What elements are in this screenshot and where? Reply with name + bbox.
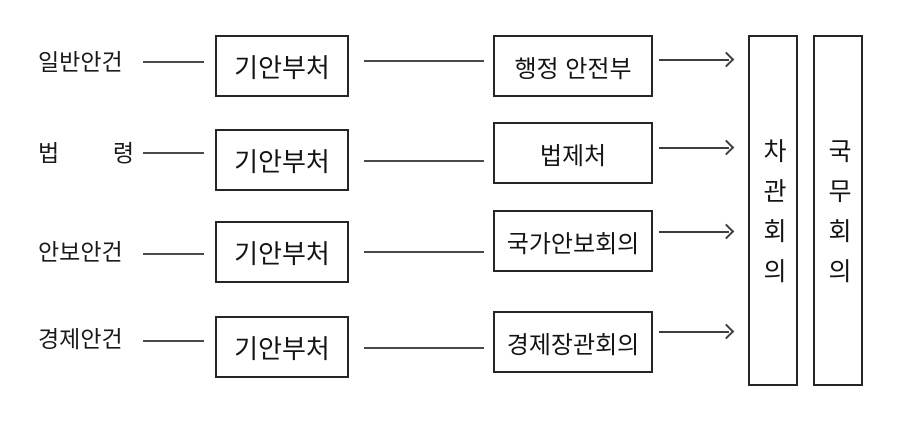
- council-box-label: 차관회의: [759, 138, 787, 298]
- drafter-box: 기안부처: [215, 221, 349, 283]
- connector-line: [364, 251, 484, 253]
- category-label-law: 법 령: [38, 140, 134, 166]
- connector-line: [143, 61, 204, 63]
- review-box-label: 법제처: [539, 142, 607, 170]
- category-label-security: 안보안건: [38, 239, 123, 265]
- arrow-shaft: [659, 331, 729, 333]
- arrow-shaft: [659, 147, 729, 149]
- arrow-head: [718, 139, 735, 156]
- arrow-right-icon: [659, 139, 735, 156]
- arrow-head: [718, 323, 735, 340]
- review-box-label: 경제장관회의: [506, 331, 640, 359]
- review-box: 경제장관회의: [493, 311, 653, 373]
- arrow-right-icon: [659, 323, 735, 340]
- review-box-label: 국가안보회의: [506, 230, 640, 258]
- arrow-head: [718, 51, 735, 68]
- drafter-box: 기안부처: [215, 129, 349, 191]
- council-box-vice-minister: 차관회의: [748, 35, 798, 386]
- connector-line: [143, 253, 204, 255]
- connector-line: [364, 160, 484, 162]
- arrow-head: [718, 223, 735, 240]
- drafter-box-label: 기안부처: [234, 238, 330, 269]
- review-box: 국가안보회의: [493, 210, 653, 272]
- connector-line: [364, 60, 484, 62]
- council-box-state: 국무회의: [813, 35, 863, 386]
- drafter-box-label: 기안부처: [234, 146, 330, 177]
- drafter-box: 기안부처: [215, 35, 349, 97]
- connector-line: [143, 152, 204, 154]
- review-box-label: 행정 안전부: [514, 55, 632, 83]
- arrow-shaft: [659, 231, 729, 233]
- drafter-box-label: 기안부처: [234, 52, 330, 83]
- category-label-general: 일반안건: [38, 49, 123, 75]
- connector-line: [143, 340, 204, 342]
- drafter-box-label: 기안부처: [234, 333, 330, 364]
- category-label-economy: 경제안건: [38, 326, 123, 352]
- arrow-right-icon: [659, 51, 735, 68]
- arrow-right-icon: [659, 223, 735, 240]
- review-box: 행정 안전부: [493, 35, 653, 97]
- arrow-shaft: [659, 59, 729, 61]
- review-box: 법제처: [493, 122, 653, 184]
- connector-line: [364, 347, 484, 349]
- drafter-box: 기안부처: [215, 316, 349, 378]
- council-box-label: 국무회의: [824, 138, 852, 298]
